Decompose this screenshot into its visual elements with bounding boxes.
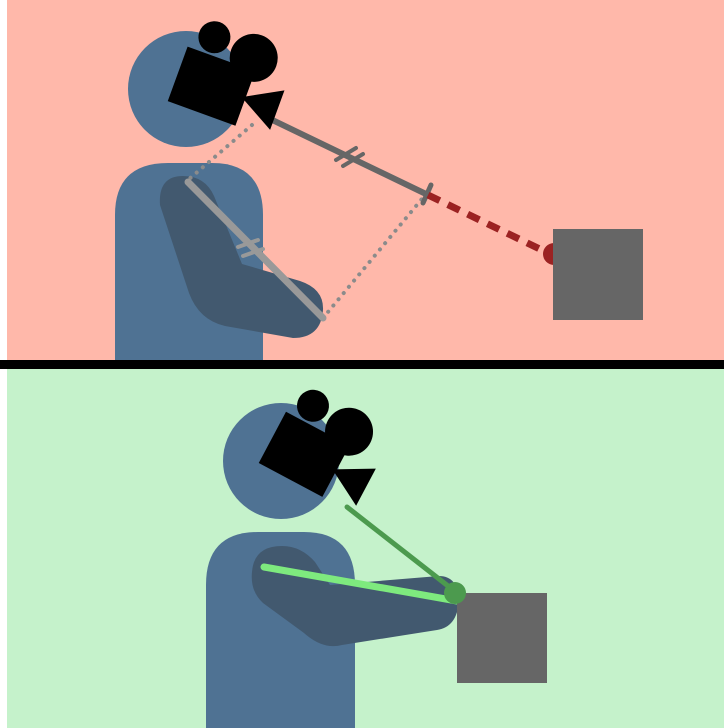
top-target-box-icon — [553, 229, 643, 320]
bottom-intersection-point — [444, 582, 466, 604]
bottom-panel — [7, 369, 724, 728]
bottom-target-box-icon — [457, 593, 547, 683]
panel-divider — [0, 360, 724, 369]
top-panel — [7, 0, 724, 360]
